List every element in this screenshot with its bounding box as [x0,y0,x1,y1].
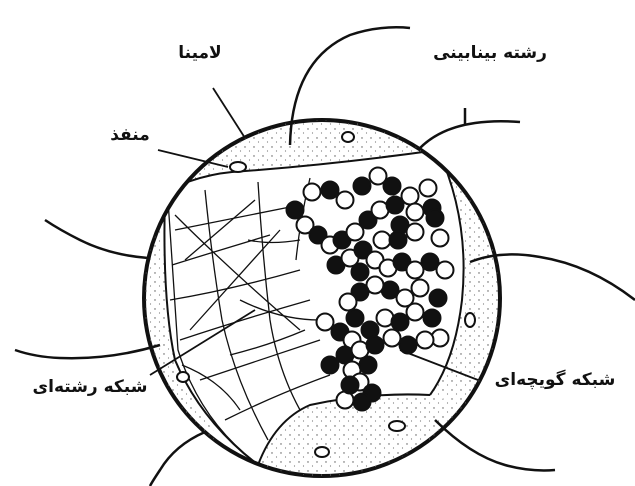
open-bead [417,332,434,349]
label-lamina: لامینا [178,43,221,63]
filled-bead [342,377,359,394]
label-intermediate-filament: رشته بینابینی [433,43,547,63]
filled-bead [352,264,369,281]
filled-bead [392,314,409,331]
filled-bead [287,202,304,219]
filled-bead [354,394,371,411]
open-bead [317,314,334,331]
filled-bead [424,310,441,327]
filled-bead [354,178,371,195]
open-bead [432,230,449,247]
open-bead [420,180,437,197]
filled-bead [390,232,407,249]
label-fibrous-network: شبکه رشته‌ای [33,377,148,397]
label-globular-network: شبکه گویچه‌ای [495,369,616,390]
open-bead [384,330,401,347]
open-bead [337,192,354,209]
filament-left-lower [15,345,160,358]
open-bead [437,262,454,279]
filled-bead [387,197,404,214]
filled-bead [347,310,364,327]
filament-top-right [420,121,520,148]
open-bead [304,184,321,201]
pore-oval [342,132,354,142]
leader-lamina [213,88,245,138]
open-bead [407,304,424,321]
open-bead [412,280,429,297]
open-bead [407,224,424,241]
filament-left-upper [45,220,148,258]
filament-bottom-left [150,432,205,486]
open-bead [407,204,424,221]
open-bead [340,294,357,311]
filled-bead [430,290,447,307]
filament-bottom-right [435,420,555,470]
filled-bead [427,210,444,227]
pore-oval [315,447,329,457]
pore-oval [465,313,475,327]
pore-oval [177,372,189,382]
filled-bead [384,178,401,195]
filled-bead [367,337,384,354]
pore-oval [389,421,405,431]
open-bead [374,232,391,249]
pore-oval [230,162,246,172]
open-bead [402,188,419,205]
filled-bead [322,357,339,374]
filled-bead [322,182,339,199]
filled-bead [360,357,377,374]
label-pore: منفذ [110,125,150,145]
